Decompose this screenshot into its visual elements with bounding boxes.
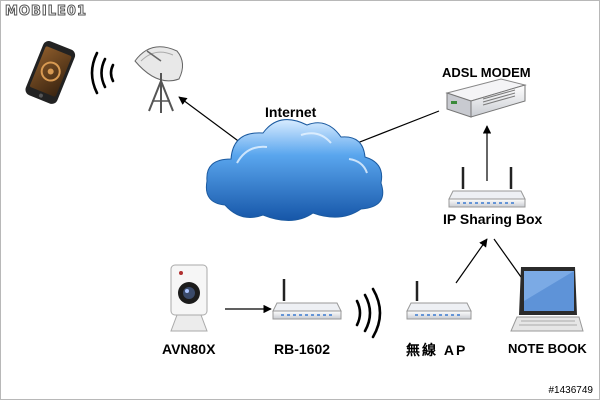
- connections: [178, 96, 527, 314]
- notebook-label: NOTE BOOK: [508, 341, 587, 356]
- rb1602-label: RB-1602: [274, 341, 331, 357]
- router-icon: [448, 167, 526, 208]
- arrow-modem-to-internet: [346, 110, 440, 149]
- notebook-icon: [510, 267, 584, 332]
- adsl-modem-label: ADSL MODEM: [442, 65, 531, 80]
- wireless-ap-label: 無線 AP: [406, 342, 468, 358]
- phone-icon: [25, 41, 76, 104]
- satellite-dish-icon: [134, 46, 183, 113]
- router-icon: [272, 279, 342, 320]
- avn80x-label: AVN80X: [162, 341, 216, 357]
- adsl-modem-icon: [445, 78, 527, 118]
- router-icon: [406, 281, 472, 320]
- image-id: #1436749: [548, 385, 594, 396]
- ip-sharing-box-label: IP Sharing Box: [443, 211, 543, 227]
- internet-label: Internet: [265, 104, 317, 120]
- cloud-icon: [205, 119, 384, 221]
- arrow-ap-to-sharing: [455, 238, 488, 284]
- wireless-signal-icon: [355, 287, 382, 339]
- ip-camera-icon: [170, 264, 208, 332]
- wireless-signal-icon: [90, 51, 115, 95]
- arrow-internet-to-dish: [178, 96, 242, 144]
- watermark-logo: MOBILE01: [5, 4, 87, 20]
